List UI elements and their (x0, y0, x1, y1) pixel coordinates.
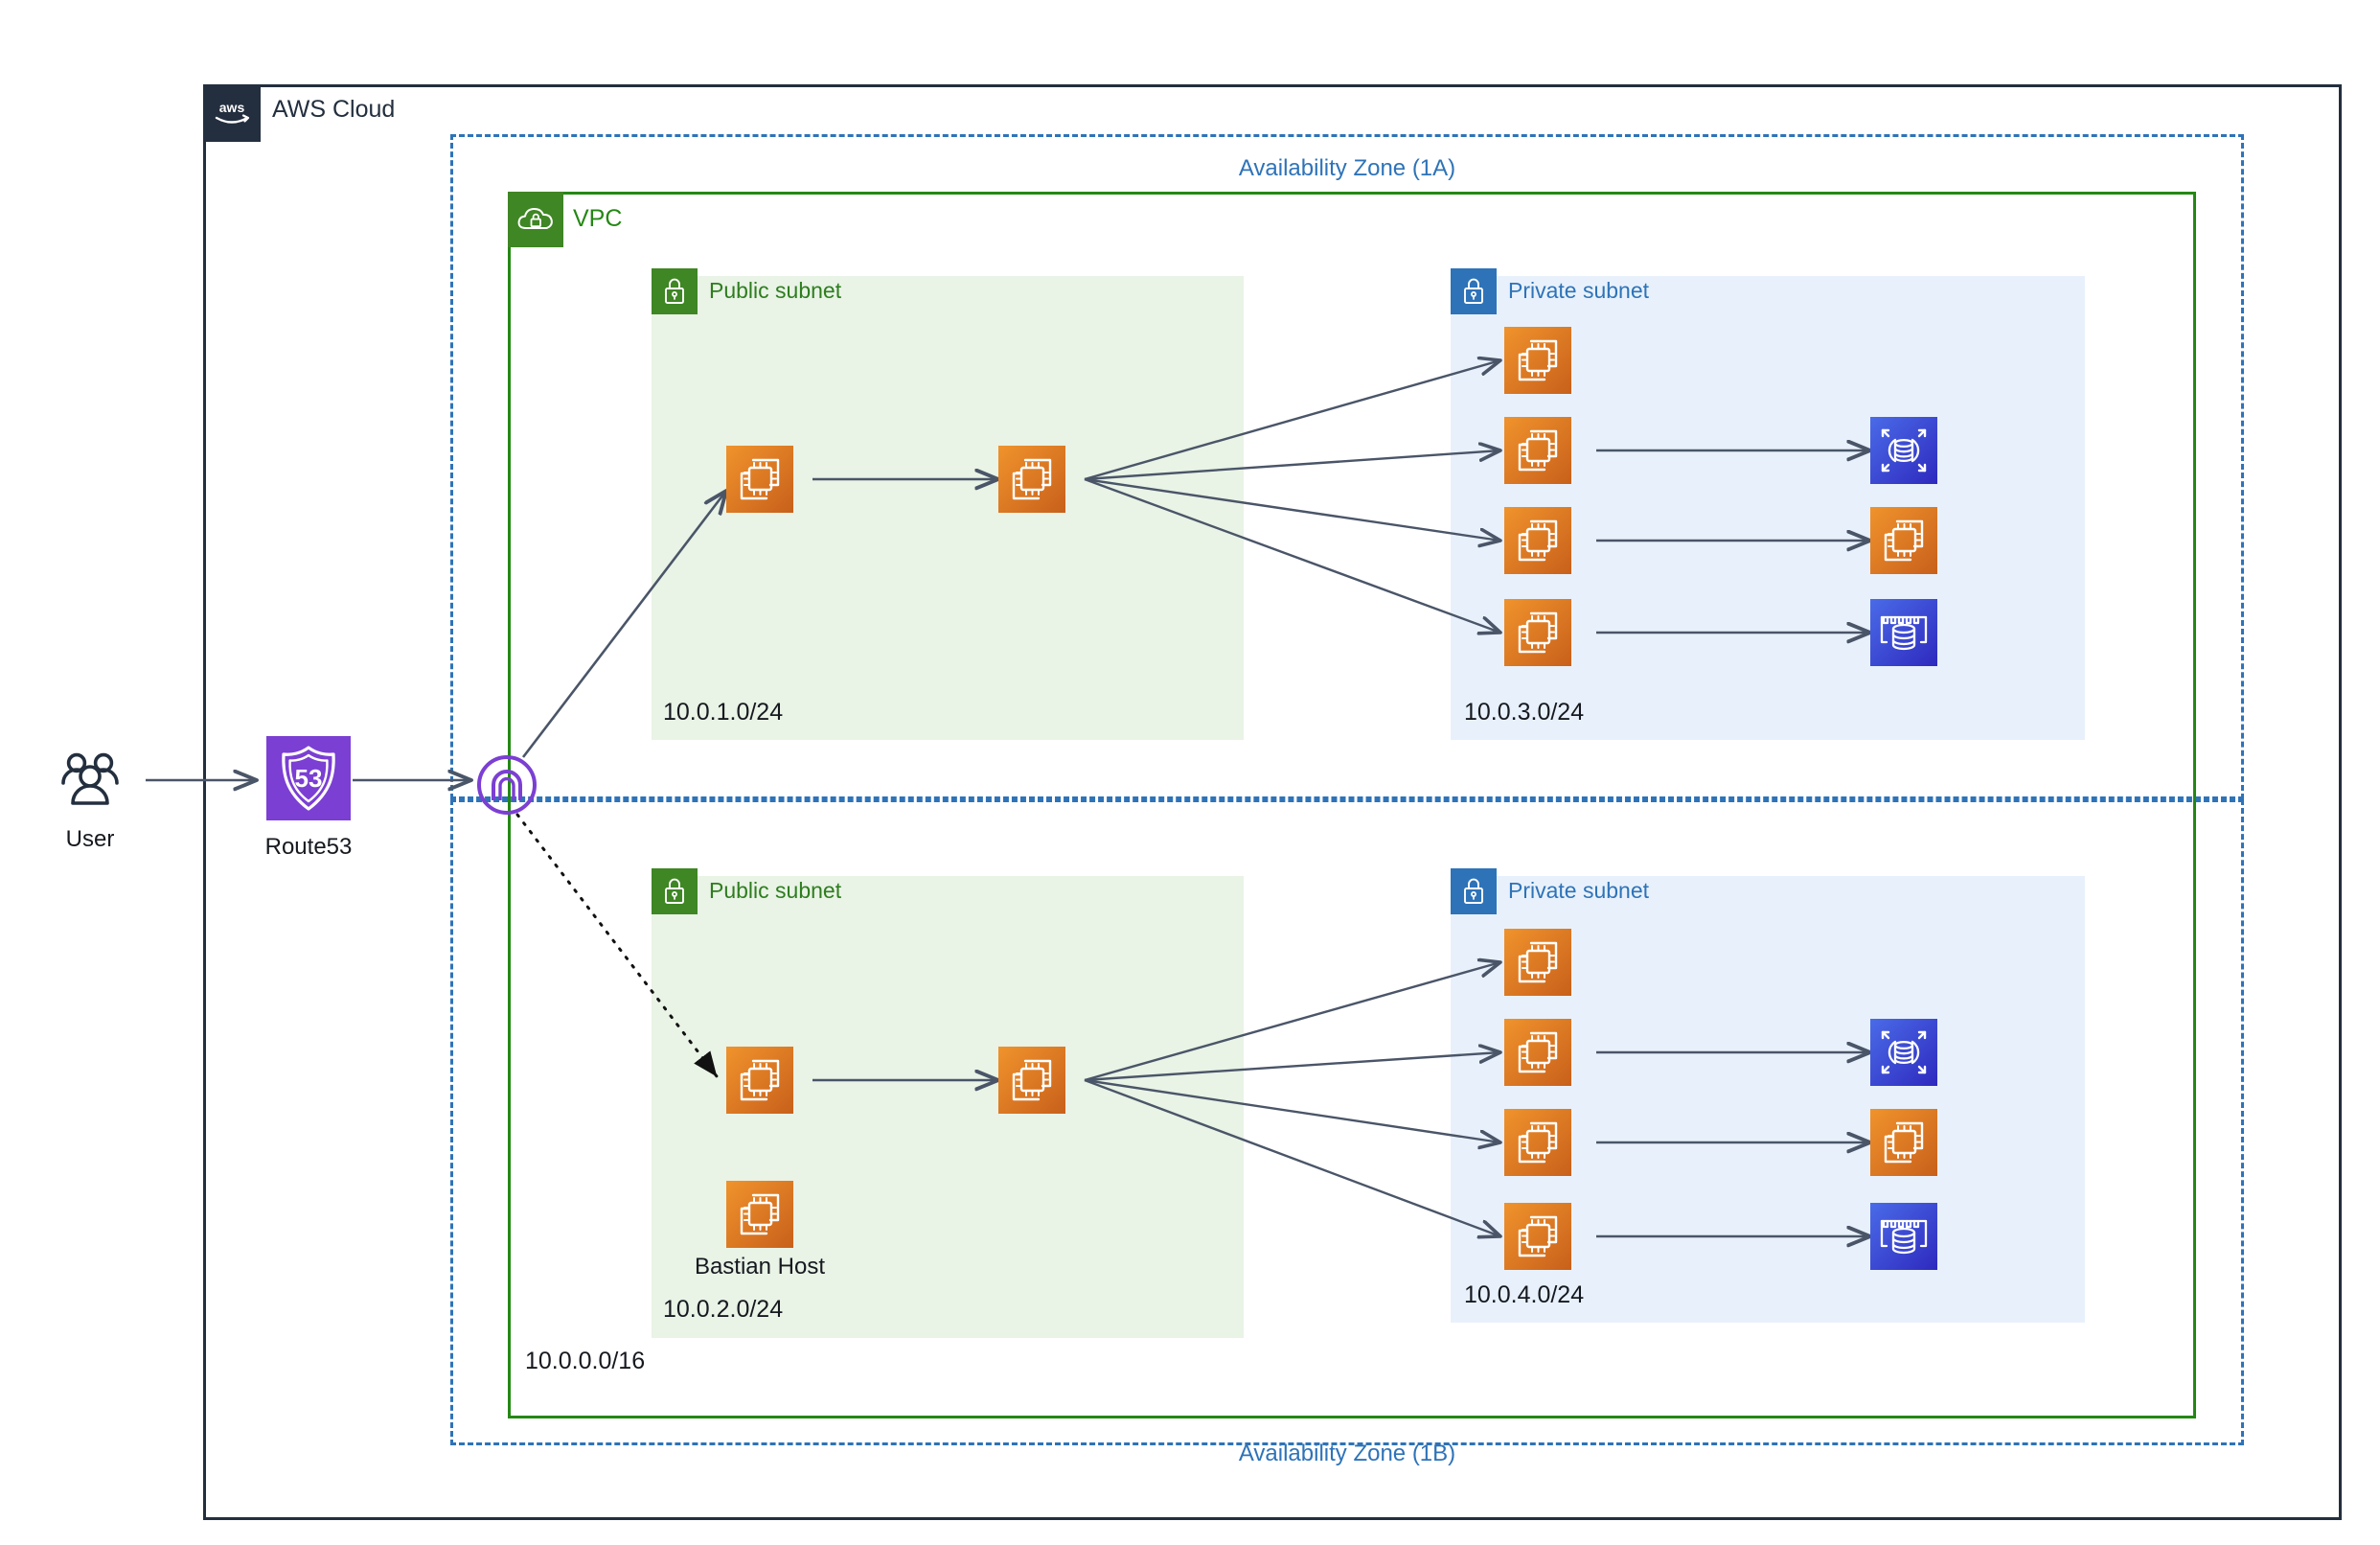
public-subnet-b-lock-icon (652, 868, 698, 914)
public-subnet-b-title: Public subnet (709, 878, 842, 903)
route53-shield-icon: 53 (266, 736, 351, 820)
ec2-instance-icon[interactable] (1870, 507, 1937, 574)
ec2-instance-icon[interactable] (1504, 417, 1571, 484)
aws-cloud-label: AWS Cloud (272, 96, 396, 123)
ec2-instance-icon[interactable] (726, 1181, 793, 1248)
availability-zone-b-boundary (450, 799, 2244, 1445)
vpc-cidr-label: 10.0.0.0/16 (525, 1348, 646, 1374)
private-subnet-a-lock-icon (1451, 268, 1497, 314)
ec2-instance-icon[interactable] (726, 1047, 793, 1114)
vpc-boundary (508, 192, 2196, 1418)
rds-database-icon[interactable] (1870, 1203, 1937, 1270)
private-subnet-a-cidr: 10.0.3.0/24 (1464, 699, 1585, 726)
users-group-icon (56, 746, 125, 815)
public-subnet-a-lock-icon (652, 268, 698, 314)
aws-cloud-boundary (203, 84, 2342, 1520)
ec2-instance-icon[interactable] (1504, 599, 1571, 666)
public-subnet-a-title: Public subnet (709, 278, 842, 303)
ec2-instance-icon[interactable] (1504, 1203, 1571, 1270)
bastian-host-label: Bastian Host (694, 1254, 826, 1280)
ec2-instance-icon[interactable] (1504, 507, 1571, 574)
ec2-instance-icon[interactable] (726, 446, 793, 513)
availability-zone-a-boundary (450, 134, 2244, 799)
public-subnet-a-cidr: 10.0.1.0/24 (663, 699, 784, 726)
vpc-label: VPC (573, 205, 623, 232)
aurora-database-icon[interactable] (1870, 1019, 1937, 1086)
internet-gateway-icon (475, 753, 538, 817)
svg-text:53: 53 (295, 764, 323, 793)
public-subnet-b-cidr: 10.0.2.0/24 (663, 1296, 784, 1323)
aurora-database-icon[interactable] (1870, 417, 1937, 484)
user-label: User (65, 826, 115, 852)
ec2-instance-icon[interactable] (1504, 327, 1571, 394)
vpc-cloud-lock-icon (508, 192, 563, 247)
private-subnet-b-lock-icon (1451, 868, 1497, 914)
private-subnet-b-title: Private subnet (1508, 878, 1650, 903)
route53-label: Route53 (264, 834, 353, 860)
availability-zone-b-label: Availability Zone (1B) (1238, 1441, 1456, 1466)
availability-zone-a-label: Availability Zone (1A) (1238, 155, 1456, 181)
svg-text:aws: aws (219, 100, 245, 115)
ec2-instance-icon[interactable] (1504, 929, 1571, 996)
ec2-instance-icon[interactable] (1504, 1019, 1571, 1086)
ec2-instance-icon[interactable] (998, 1047, 1065, 1114)
rds-database-icon[interactable] (1870, 599, 1937, 666)
ec2-instance-icon[interactable] (1870, 1109, 1937, 1176)
ec2-instance-icon[interactable] (998, 446, 1065, 513)
private-subnet-b-cidr: 10.0.4.0/24 (1464, 1281, 1585, 1308)
aws-logo-icon: aws (203, 84, 261, 142)
ec2-instance-icon[interactable] (1504, 1109, 1571, 1176)
private-subnet-a-title: Private subnet (1508, 278, 1650, 303)
